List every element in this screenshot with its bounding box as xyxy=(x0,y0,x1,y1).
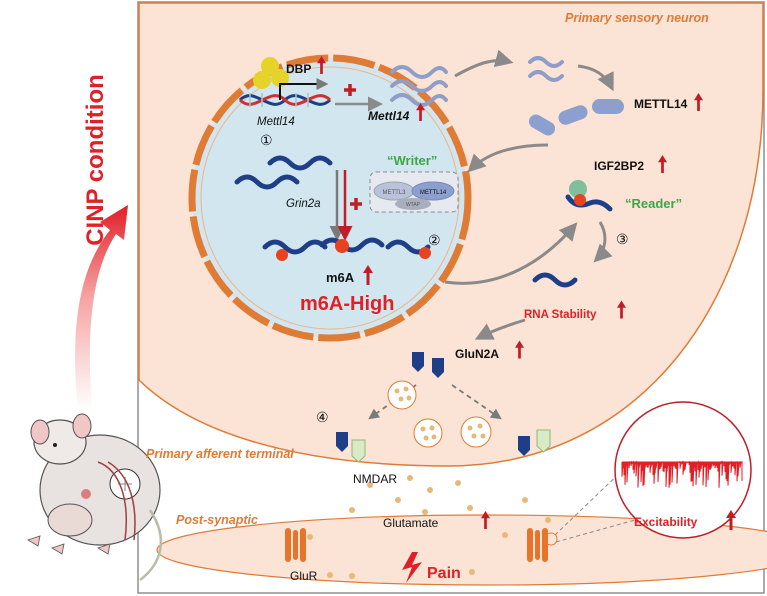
vesicles xyxy=(387,380,492,448)
cytoplasm-mettl14-mrna xyxy=(528,56,564,82)
label-excitability: Excitability xyxy=(634,515,698,529)
step-1: ① xyxy=(260,132,273,148)
arrow-to-reader xyxy=(444,222,578,285)
label-grin2a: Grin2a xyxy=(286,198,321,210)
mettl14-protein xyxy=(528,99,624,136)
label-mettl14-mrna: Mettl14 xyxy=(368,109,410,123)
label-writer: “Writer” xyxy=(387,153,437,168)
label-m6a: m6A xyxy=(326,270,355,285)
igf2bp2-reader xyxy=(565,180,613,212)
plus-sign xyxy=(344,84,356,96)
label-primary-afferent-terminal: Primary afferent terminal xyxy=(146,447,294,461)
label-glutamate: Glutamate xyxy=(383,516,439,530)
dbp-protein xyxy=(253,57,289,89)
mouse-illustration xyxy=(27,413,163,581)
label-rna-stability: RNA Stability xyxy=(524,309,597,321)
plus-sign-2 xyxy=(350,198,362,210)
arrow-stability xyxy=(593,221,613,263)
cinp-arrow xyxy=(75,205,128,410)
label-primary-sensory-neuron: Primary sensory neuron xyxy=(565,11,709,25)
glutamate-dots xyxy=(307,475,551,579)
transcription-start-arrow xyxy=(279,78,329,100)
zoom-point xyxy=(544,532,558,546)
arrow-mrna-export xyxy=(454,49,514,78)
nmdar-receptor-right xyxy=(518,429,551,456)
dashed-arrow-right xyxy=(451,384,502,420)
label-mettl3: METTL3 xyxy=(382,190,406,196)
nucleus xyxy=(188,54,472,342)
lightning-icon xyxy=(402,552,422,583)
label-glur: GluR xyxy=(290,569,318,583)
arrow-to-glun2a xyxy=(474,318,526,340)
label-dbp: DBP xyxy=(286,62,311,76)
label-m6a-high: m6A-High xyxy=(300,293,394,315)
mettl14-mrna xyxy=(390,65,448,107)
stabilized-mrna xyxy=(532,272,578,288)
label-pain: Pain xyxy=(427,565,461,582)
label-wtap: WTAP xyxy=(406,202,421,208)
label-reader: “Reader” xyxy=(625,196,682,211)
cinp-title: CINP condition xyxy=(82,74,109,246)
glun2a-subunits xyxy=(412,352,444,378)
step-4: ④ xyxy=(316,409,329,425)
step-2: ② xyxy=(428,232,441,248)
nucleus-inner-membrane xyxy=(200,66,460,330)
m6a-mrna xyxy=(262,237,431,261)
label-mettl14-protein: METTL14 xyxy=(634,97,688,111)
label-post-synaptic: Post-synaptic xyxy=(176,513,258,527)
nmdar-receptor-left xyxy=(336,432,366,463)
label-complex-mettl14: METTL14 xyxy=(420,190,447,196)
glur-channel-left xyxy=(285,528,306,562)
label-igf2bp2: IGF2BP2 xyxy=(594,159,644,173)
excitability-trace xyxy=(621,460,743,488)
dna-helix xyxy=(238,93,332,107)
arrow-translation xyxy=(577,64,614,92)
step-3: ③ xyxy=(616,231,629,247)
label-mettl14-gene: Mettl14 xyxy=(257,116,295,128)
label-nmdar: NMDAR xyxy=(353,472,397,486)
label-glun2a: GluN2A xyxy=(455,347,499,361)
glur-channel-right xyxy=(527,528,548,562)
arrow-mettl14-to-writer xyxy=(467,143,549,173)
grin2a-mrna xyxy=(234,155,333,190)
